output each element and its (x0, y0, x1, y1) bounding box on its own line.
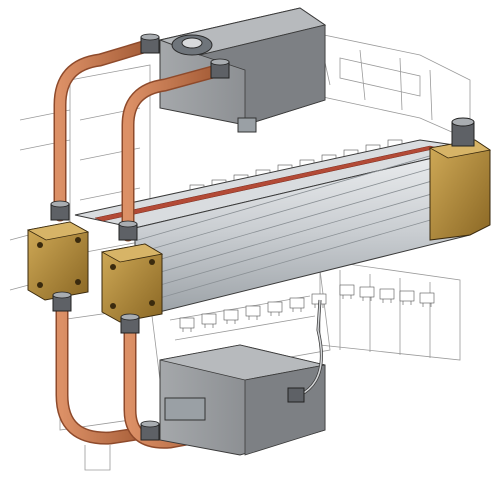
hose-lower-outer (57, 295, 155, 444)
upper-frame-ribs (319, 39, 433, 121)
rail-groove-line (134, 219, 431, 306)
hose-upper-outer (55, 40, 155, 220)
circuit-chip-icon (223, 309, 239, 321)
circuit-chip-icon (179, 317, 195, 329)
hose-fitting-cap (140, 33, 160, 41)
bottom-housing-bracket (164, 397, 206, 421)
lower-rear-frame (319, 259, 461, 361)
bolt-icon (110, 264, 116, 270)
top-housing-foot (237, 117, 257, 133)
left-side-lines (9, 109, 71, 291)
lower-frame-ribs (339, 270, 431, 358)
bolt-icon (149, 300, 155, 306)
circuit-chip-icon (419, 292, 435, 304)
sensor-plug-icon (287, 387, 305, 403)
connector-block-left-top (26, 221, 90, 241)
hose-fitting-cap (140, 420, 160, 428)
bottom-housing-side (244, 364, 326, 456)
circuit-chip-icon (359, 286, 375, 298)
circuit-chip-icon (289, 297, 305, 309)
top-housing-side (198, 24, 326, 126)
rail-groove-line (134, 181, 431, 267)
bolt-icon (75, 237, 81, 243)
bolt-icon (149, 259, 155, 265)
upper-frame-plate (339, 57, 421, 97)
clamp-rail (74, 139, 492, 319)
rail-groove-line (134, 168, 431, 255)
bolt-icon (75, 279, 81, 285)
bolt-icon (37, 282, 43, 288)
rail-groove-line (134, 194, 431, 280)
right-top-fitting (451, 117, 475, 147)
circuit-chip-icon (267, 301, 283, 313)
circuit-chip-icon (201, 313, 217, 325)
hose-fitting-cap (120, 313, 140, 321)
top-housing-port-inner (181, 37, 203, 49)
hose-fitting-cap (52, 291, 72, 299)
bolt-icon (110, 303, 116, 309)
hose-upper-inner (123, 65, 225, 240)
connector-block-center (100, 243, 164, 323)
circuit-chip-icon (399, 290, 415, 302)
bottom-post (84, 445, 111, 471)
bolt-icon (37, 242, 43, 248)
top-housing (158, 7, 327, 133)
circuit-chip-icon (379, 288, 395, 300)
connector-block-left (26, 221, 90, 301)
hose-fitting-cap (118, 220, 138, 228)
rail-groove-line (134, 206, 431, 293)
circuit-chip-icon (339, 284, 355, 296)
rail-groove-line (134, 155, 431, 242)
circuit-chip-icon (245, 305, 261, 317)
rail-grooves (134, 155, 431, 306)
connector-block-center-top (100, 243, 164, 263)
hose-fitting-cap (210, 58, 230, 66)
bottom-housing (159, 299, 326, 456)
hose-fitting-cap (50, 200, 70, 208)
lower-mid-ribs (169, 295, 316, 341)
sensor-cable-highlight (299, 299, 323, 396)
